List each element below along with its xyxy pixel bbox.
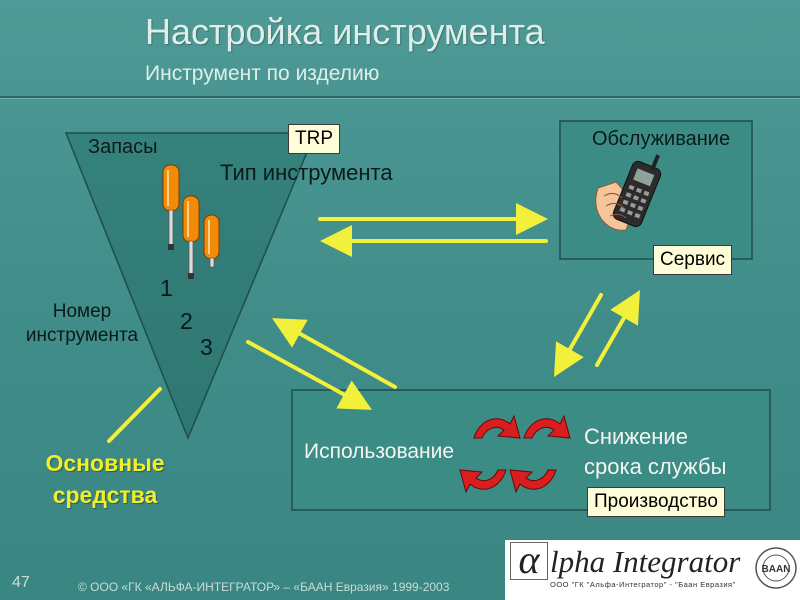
screwdriver-3-icon — [203, 214, 220, 268]
copyright: © ООО «ГК «АЛЬФА-ИНТЕГРАТОР» – «БААН Евр… — [78, 580, 450, 594]
screwdriver-2-icon — [182, 195, 200, 279]
service-box: Сервис — [653, 245, 733, 275]
fixed-assets-label: Основные средства — [45, 450, 165, 508]
stock-label: Запасы — [88, 136, 158, 158]
usage-label: Использование — [304, 440, 455, 463]
tool-number-2: 2 — [180, 308, 193, 334]
baan-seal-icon: BAAN — [752, 540, 800, 600]
service-area-label: Обслуживание — [592, 128, 731, 150]
tool-number-3: 3 — [200, 334, 213, 360]
arrow-triangle-to-usage — [246, 340, 373, 410]
title-divider — [0, 96, 800, 98]
stock-triangle — [64, 132, 317, 440]
page-title: Настройка инструмента — [145, 11, 545, 52]
phone-in-hand-icon — [595, 154, 662, 231]
arrow-usage-to-triangle — [272, 318, 397, 389]
screwdriver-1-icon — [162, 164, 180, 250]
arrow-service-to-usage — [554, 293, 603, 377]
slide-number: 47 — [12, 574, 30, 591]
alpha-logo-icon: α — [510, 540, 548, 580]
lifetime-label: Снижение срока службы — [584, 424, 727, 479]
seal-text: BAAN — [762, 564, 791, 575]
production-box: Производство — [587, 487, 725, 517]
logo-text: lpha Integrator — [550, 544, 741, 579]
trp-box: TRP — [288, 124, 340, 154]
arrow-fixed-assets-link — [107, 387, 162, 443]
page-subtitle: Инструмент по изделию — [145, 62, 380, 85]
cycle-arrows-icon — [459, 414, 571, 494]
tool-type-label: Тип инструмента — [220, 160, 393, 185]
tool-number-1: 1 — [160, 275, 173, 301]
tool-number-label: Номер инструмента — [25, 301, 139, 346]
arrow-usage-to-service — [595, 290, 640, 367]
logo-subtext: ООО "ГК "Альфа-Интегратор" - "Баан Евраз… — [550, 580, 736, 589]
